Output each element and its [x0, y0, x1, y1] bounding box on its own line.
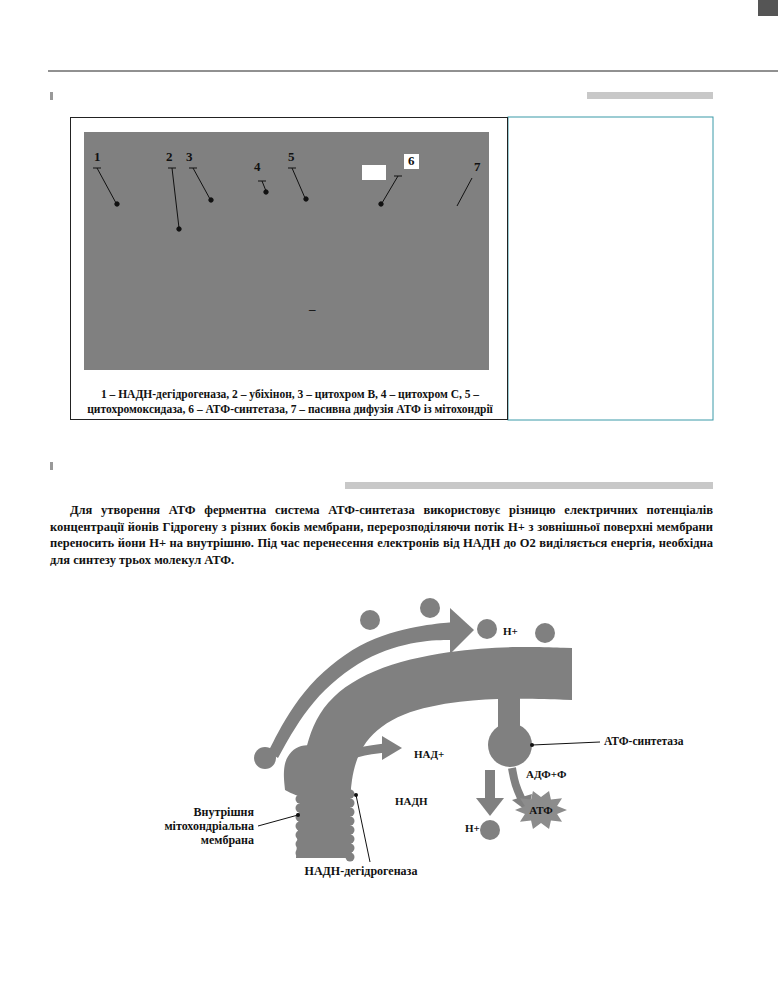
callout-number: 5 [288, 150, 295, 165]
blank-box [362, 165, 386, 180]
arrow-head [382, 736, 402, 760]
proton [254, 747, 276, 769]
membrane-bump [296, 813, 305, 822]
side-panel [508, 117, 713, 420]
part-label: НАДН-дегідрогеназа [296, 865, 426, 879]
corner-tab [758, 0, 778, 16]
callout-number: 4 [254, 160, 261, 175]
membrane-bump [346, 817, 355, 826]
leader-dot [530, 743, 534, 747]
part-label: Внутрішня мітохондріальна мембрана [130, 806, 254, 847]
callout-number: 6 [404, 154, 419, 169]
star-label: АТФ [514, 803, 568, 817]
callout-number: 2 [166, 150, 173, 165]
star-outline [515, 791, 567, 829]
section-bar [345, 482, 713, 489]
proton [420, 598, 440, 618]
arrow-head [450, 608, 474, 654]
membrane-bump [346, 853, 355, 862]
arrow-head [476, 798, 504, 816]
header-rule [48, 71, 778, 72]
section-bar [587, 92, 713, 99]
membrane-bump [296, 831, 305, 840]
membrane-bump [296, 849, 305, 858]
atp-star: АТФ [514, 790, 568, 830]
leader-dot [296, 813, 300, 817]
leader-lines [93, 168, 472, 231]
membrane-bump [296, 804, 305, 813]
ion-label: Н+ [465, 822, 480, 835]
membrane-bump [346, 790, 355, 799]
figure-box: 1 – НАДН-дегідрогеназа, 2 – убіхінон, 3 … [70, 117, 508, 420]
atp-synthase [488, 723, 532, 767]
membrane-bump [346, 799, 355, 808]
membrane-bump [296, 822, 305, 831]
leader-line [532, 742, 600, 745]
callout-number: 3 [186, 150, 193, 165]
molecule-label: НАДН [395, 795, 428, 808]
membrane-bump [346, 835, 355, 844]
figure-caption: 1 – НАДН-дегідрогеназа, 2 – убіхінон, 3 … [85, 387, 495, 417]
body-paragraph: Для утворення АТФ ферментна система АТФ-… [50, 502, 713, 569]
membrane-bump [346, 808, 355, 817]
nadh-dehydrogenase [284, 745, 333, 797]
membrane-bump [346, 826, 355, 835]
arrow-shaft [512, 768, 522, 800]
figure-panel [84, 132, 489, 370]
proton [480, 820, 500, 840]
molecule-label: АДФ+Ф [526, 768, 567, 781]
callout-number: 1 [94, 150, 101, 165]
proton [360, 610, 380, 630]
part-label: АТФ-синтетаза [604, 735, 683, 748]
membrane-bump [346, 844, 355, 853]
membrane-bump [296, 840, 305, 849]
leader-line [258, 815, 298, 826]
molecule-label: НАД+ [414, 748, 444, 761]
callout-number: 7 [474, 160, 481, 175]
leader-line [356, 795, 370, 862]
proton-flow-arrow [268, 622, 455, 758]
leader-dot [354, 793, 358, 797]
membrane-illustration [254, 598, 600, 862]
arrow-shaft [485, 770, 495, 800]
arrow-shaft [330, 748, 385, 770]
sign-label: – [309, 302, 316, 317]
proton [477, 619, 497, 639]
proton [535, 623, 555, 643]
ion-label: Н+ [503, 625, 518, 638]
section-mark [50, 92, 53, 100]
section-mark [50, 462, 53, 470]
